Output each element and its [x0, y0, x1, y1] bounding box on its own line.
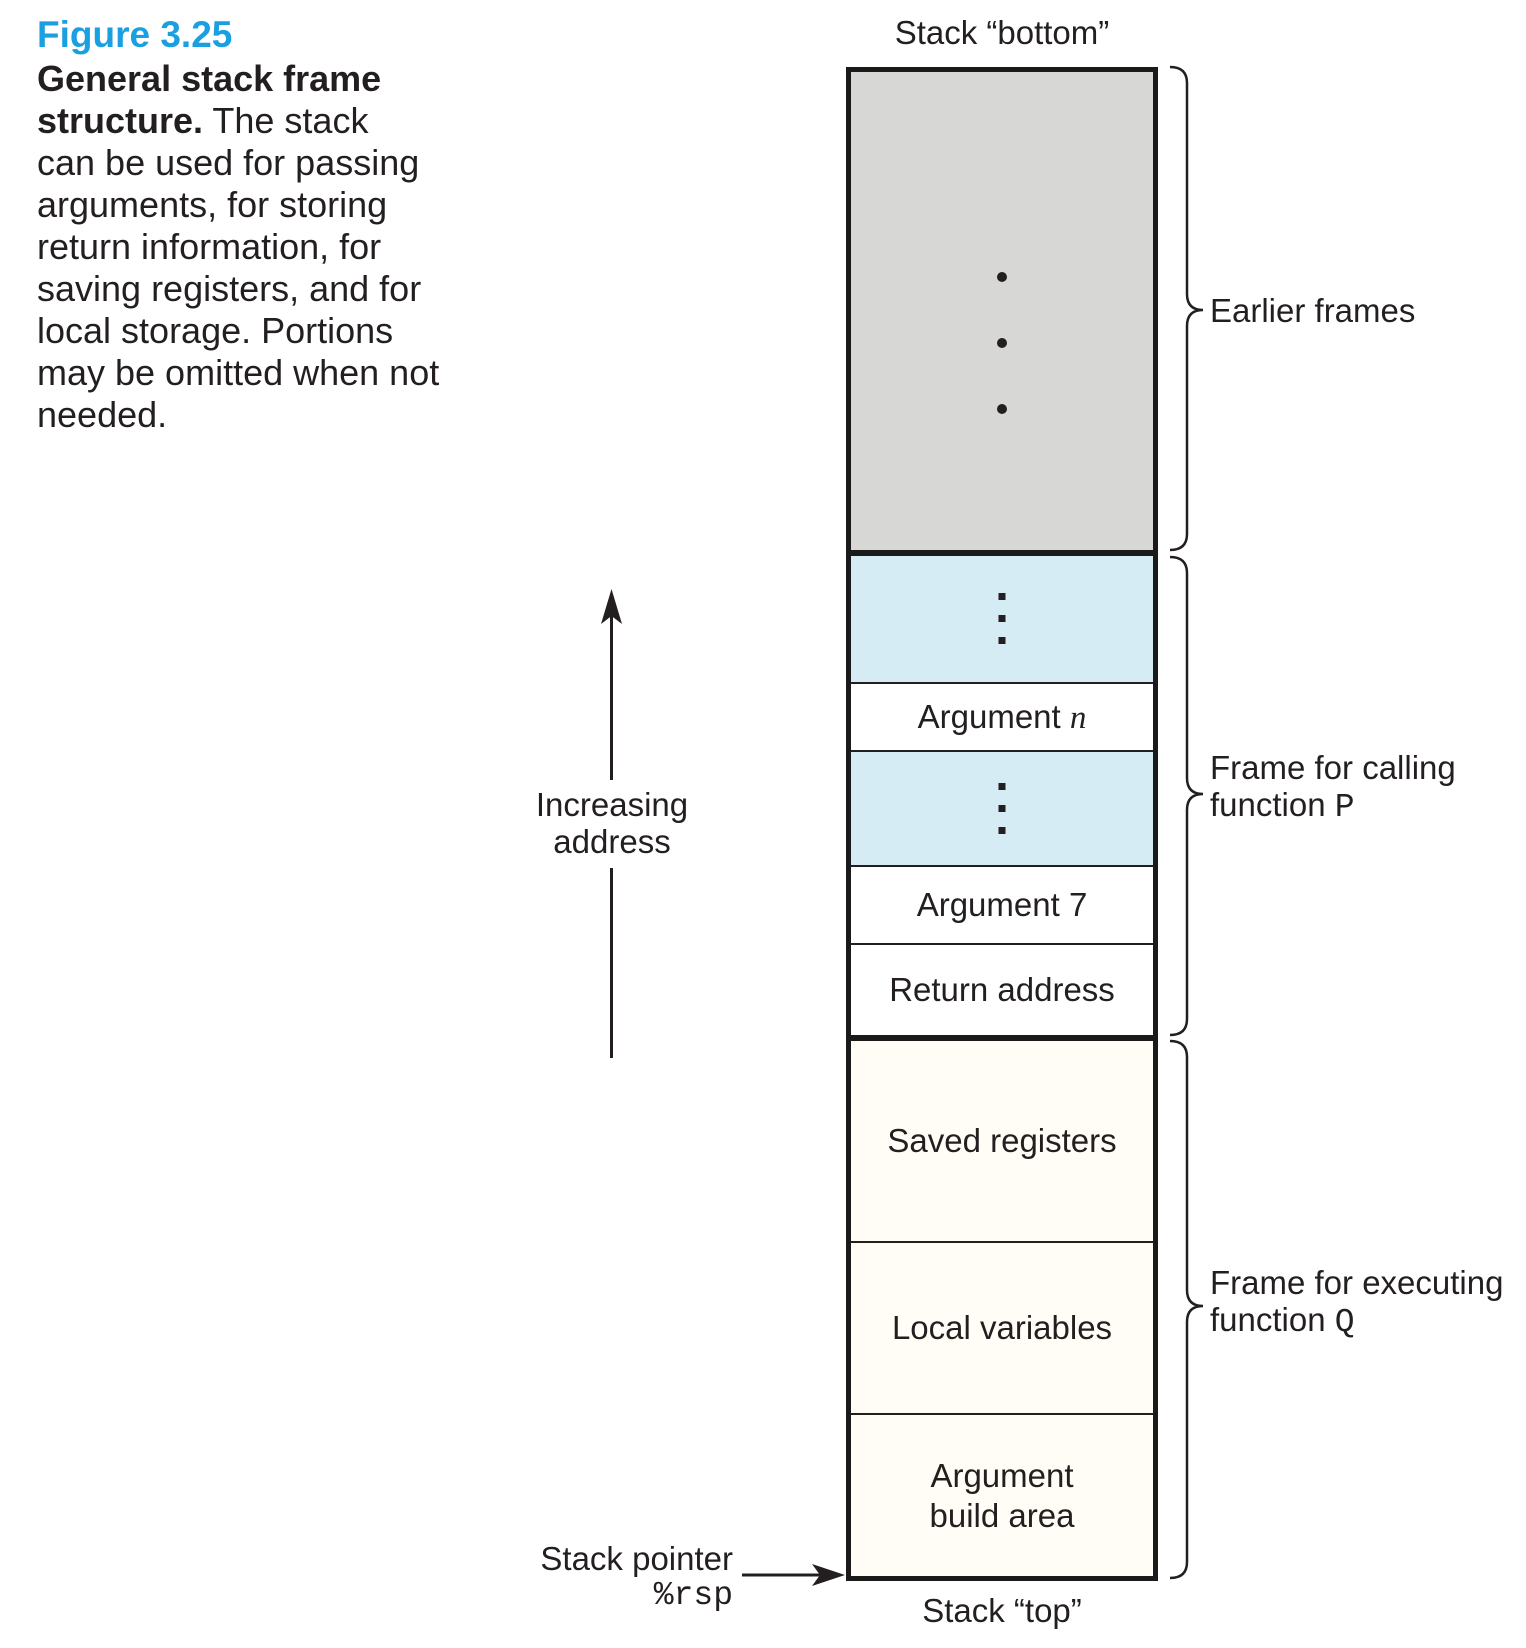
- caption-line: may be omitted when not: [37, 352, 440, 393]
- saved-registers-label: Saved registers: [887, 1122, 1117, 1159]
- stack-column: Argument n Argument 7 Return address Sav…: [846, 67, 1158, 1581]
- saved-registers-box: Saved registers: [851, 1035, 1153, 1241]
- local-variables-box: Local variables: [851, 1241, 1153, 1413]
- ellipsis-dots-vertical: [998, 593, 1006, 644]
- ellipsis-dots-vertical: [997, 272, 1007, 414]
- frame-q-brace: [1169, 1039, 1204, 1580]
- increasing-address-arrowhead: [601, 589, 622, 624]
- figure-number: Figure 3.25: [37, 14, 233, 55]
- caption-line: arguments, for storing: [37, 184, 388, 225]
- increasing-address-label: Increasing address: [535, 786, 689, 860]
- caption-line: needed.: [37, 394, 168, 435]
- caption-line: saving registers, and for: [37, 268, 422, 309]
- arguments-8-to-n-box: [851, 750, 1153, 865]
- argument-build-area-box: Argument build area: [851, 1413, 1153, 1576]
- argument-7-box: Argument 7: [851, 865, 1153, 943]
- frame-p-brace: [1169, 555, 1204, 1037]
- argument-n-box: Argument n: [851, 682, 1153, 750]
- rsp-register-label: %rsp: [653, 1577, 733, 1614]
- stack-pointer-label: Stack pointer %rsp: [433, 1540, 733, 1614]
- frame-p-label: Frame for calling function P: [1210, 749, 1456, 826]
- caption-line: return information, for: [37, 226, 382, 267]
- earlier-frames-label: Earlier frames: [1210, 292, 1416, 329]
- local-variables-label: Local variables: [891, 1309, 1113, 1346]
- figure-caption: Figure 3.25 General stack frame structur…: [37, 12, 557, 436]
- return-address-label: Return address: [889, 971, 1115, 1008]
- stack-pointer-arrowhead: [812, 1564, 845, 1586]
- caption-line: structure. The stack: [37, 100, 369, 141]
- arguments-above-n-box: [851, 550, 1153, 682]
- argument-7-label: Argument 7: [916, 886, 1088, 923]
- earlier-frames-brace: [1169, 65, 1204, 552]
- earlier-frames-box: [851, 72, 1153, 550]
- frame-q-label: Frame for executing function Q: [1210, 1264, 1504, 1341]
- argument-n-label: Argument n: [917, 697, 1087, 736]
- stack-bottom-label: Stack “bottom”: [894, 14, 1110, 51]
- stack-top-label: Stack “top”: [922, 1592, 1082, 1629]
- argument-build-area-label: Argument build area: [929, 1456, 1075, 1534]
- caption-line: can be used for passing: [37, 142, 420, 183]
- return-address-box: Return address: [851, 943, 1153, 1035]
- ellipsis-dots-vertical: [998, 783, 1006, 834]
- caption-text: General stack frame structure. The stack…: [37, 58, 557, 436]
- caption-line: local storage. Portions: [37, 310, 394, 351]
- caption-line: General stack frame: [37, 58, 382, 99]
